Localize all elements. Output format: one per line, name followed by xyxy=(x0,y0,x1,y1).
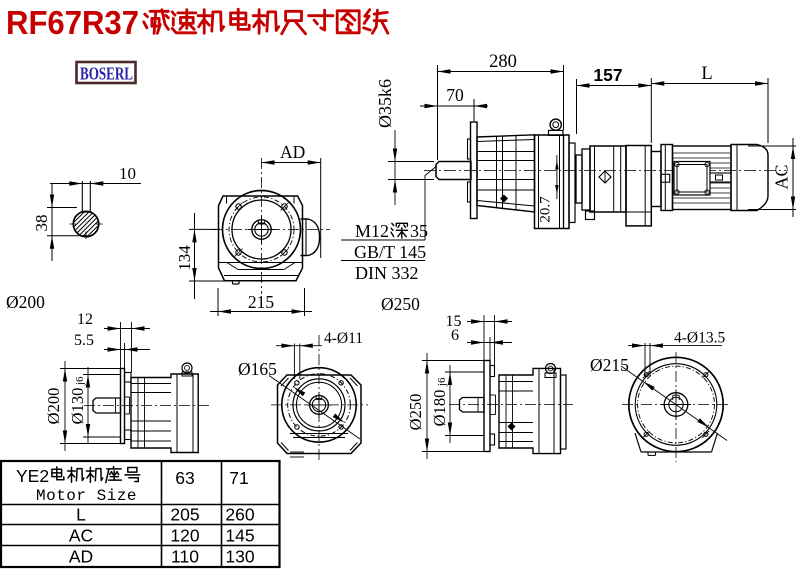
svg-text:130: 130 xyxy=(225,547,254,567)
svg-text:15: 15 xyxy=(446,313,462,330)
svg-text:38: 38 xyxy=(32,215,51,232)
svg-text:6: 6 xyxy=(451,327,459,344)
svg-text:AD: AD xyxy=(280,142,305,162)
svg-text:20.7: 20.7 xyxy=(538,196,554,223)
svg-text:134: 134 xyxy=(175,245,194,271)
svg-text:Ø130: Ø130 xyxy=(68,388,87,425)
svg-text:Ø250: Ø250 xyxy=(406,394,425,431)
svg-text:35: 35 xyxy=(410,221,428,241)
svg-text:L: L xyxy=(701,64,712,84)
svg-text:GB/T 145: GB/T 145 xyxy=(354,242,426,262)
svg-text:Motor Size: Motor Size xyxy=(36,487,137,505)
svg-text:M12: M12 xyxy=(355,221,389,241)
svg-text:205: 205 xyxy=(170,505,199,525)
svg-text:110: 110 xyxy=(171,547,199,567)
svg-text:L: L xyxy=(76,505,86,525)
svg-text:Ø250: Ø250 xyxy=(381,294,420,314)
svg-text:Ø180: Ø180 xyxy=(430,390,449,427)
svg-text:Ø165: Ø165 xyxy=(238,359,277,379)
svg-text:70: 70 xyxy=(446,85,464,105)
svg-text:AD: AD xyxy=(69,547,93,567)
svg-text:71: 71 xyxy=(229,468,248,488)
svg-text:AC: AC xyxy=(772,164,792,189)
svg-text:145: 145 xyxy=(225,526,254,546)
svg-text:j6: j6 xyxy=(74,376,86,386)
svg-text:5.5: 5.5 xyxy=(74,332,94,349)
svg-text:Ø215: Ø215 xyxy=(590,355,629,375)
svg-text:280: 280 xyxy=(489,52,517,72)
svg-text:AC: AC xyxy=(69,526,93,546)
svg-text:63: 63 xyxy=(175,468,194,488)
svg-text:j6: j6 xyxy=(436,377,448,387)
svg-text:157: 157 xyxy=(593,65,622,85)
svg-text:4-Ø11: 4-Ø11 xyxy=(324,330,363,347)
svg-text:12: 12 xyxy=(77,311,93,328)
svg-text:120: 120 xyxy=(170,526,199,546)
svg-text:Ø200: Ø200 xyxy=(6,292,45,312)
svg-text:Ø200: Ø200 xyxy=(44,388,63,425)
svg-text:YE2: YE2 xyxy=(16,466,49,486)
svg-text:215: 215 xyxy=(248,292,275,312)
svg-text:10: 10 xyxy=(119,164,136,183)
svg-text:RF67R37: RF67R37 xyxy=(6,4,139,41)
svg-text:Ø35k6: Ø35k6 xyxy=(375,79,395,128)
svg-text:BOSERL: BOSERL xyxy=(80,64,133,84)
svg-text:260: 260 xyxy=(225,505,254,525)
svg-text:DIN 332: DIN 332 xyxy=(355,263,419,283)
svg-text:4-Ø13.5: 4-Ø13.5 xyxy=(674,330,725,347)
